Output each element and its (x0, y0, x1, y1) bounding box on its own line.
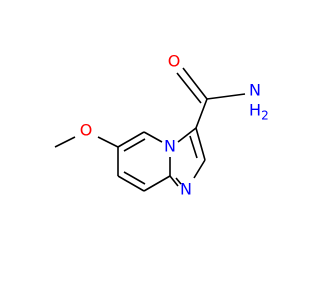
imidazole-nitrogen-label: N (180, 180, 192, 199)
bond-c5-n4 (143, 131, 163, 143)
bond-c3-c2 (195, 127, 206, 161)
bond-c7-c8 (117, 175, 145, 192)
bond-methyl-o (54, 136, 76, 148)
amide-oxygen-label: O (168, 52, 181, 71)
bond-o-c6 (97, 136, 119, 148)
bond-c3-c2-inner (189, 135, 198, 159)
bond-c6-c5-inner (123, 138, 146, 152)
amide-nitrogen-h-label: H (249, 101, 261, 120)
structure-diagram: O N H 2 N N O (54, 52, 269, 199)
bond-c6-c5 (117, 131, 145, 148)
bond-c7-c8-inner (123, 171, 146, 185)
bond-carbonyl-n (206, 93, 246, 100)
bond-n4-c3 (177, 127, 197, 143)
atom-labels: O N H 2 N N O (80, 52, 269, 199)
bond-c8-c8a (143, 175, 171, 192)
bond-carbonyl-o-double (176, 72, 202, 104)
amide-nitrogen-subscript: 2 (261, 109, 269, 123)
bond-c3-carbonyl (195, 98, 208, 129)
bond-c2-n1 (193, 159, 206, 179)
bond-carbonyl-o (182, 67, 208, 100)
amide-nitrogen-label: N (249, 81, 261, 100)
bonds (54, 67, 246, 192)
methoxy-oxygen-label: O (80, 121, 93, 140)
bridgehead-nitrogen-label: N (164, 137, 176, 156)
bond-n1-c8a (169, 175, 179, 187)
bond-n1-c8a-inner (175, 177, 182, 185)
